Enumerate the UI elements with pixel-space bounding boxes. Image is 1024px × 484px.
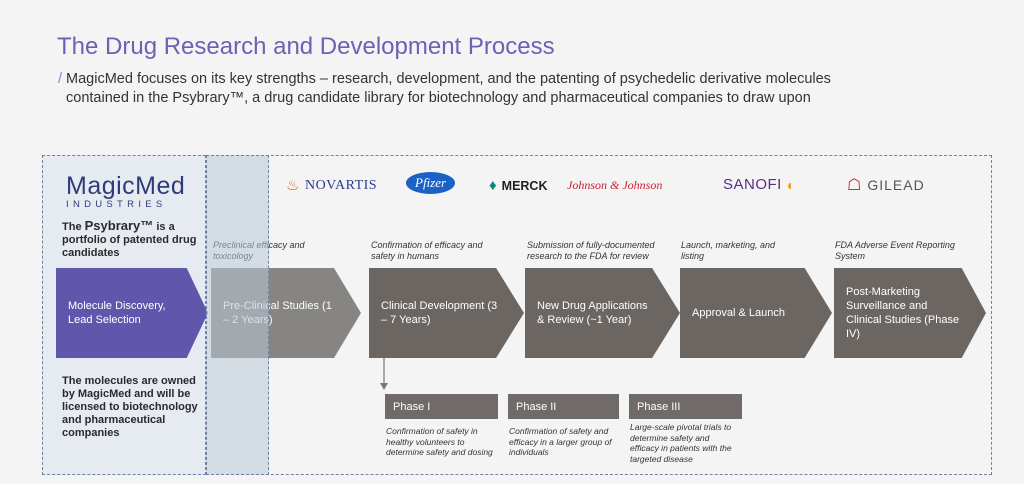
subtitle: /MagicMed focuses on its key strengths –… [58, 70, 958, 108]
stage-label: Clinical Development (3 – 7 Years) [381, 300, 498, 326]
pfizer-oval-icon: Pfizer [406, 172, 456, 194]
sanofi-logo: SANOFI◐ [723, 176, 796, 193]
stage-label: Molecule Discovery, Lead Selection [68, 300, 166, 326]
stage-post-marketing: Post-Marketing Surveillance and Clinical… [834, 268, 986, 358]
phase-ii-box: Phase II [508, 394, 619, 419]
novartis-flame-icon: ♨ [286, 178, 300, 194]
merck-logo: ♦ MERCK [489, 177, 548, 194]
subtitle-line-2: contained in the Psybrary™, a drug candi… [66, 90, 811, 106]
gilead-name: GILEAD [867, 177, 925, 193]
stage-label: Post-Marketing Surveillance and Clinical… [846, 286, 960, 340]
phase-iii-note: Large-scale pivotal trials to determine … [630, 422, 732, 464]
jnj-logo: Johnson & Johnson [567, 178, 663, 192]
preclinical-highlight [206, 155, 269, 475]
sanofi-bird-icon: ◐ [786, 176, 796, 193]
page-title: The Drug Research and Development Proces… [57, 33, 555, 60]
sanofi-name: SANOFI [723, 176, 782, 193]
gilead-shield-icon: ☖ [847, 177, 863, 194]
stage-label: Approval & Launch [692, 307, 785, 319]
stage-note-postmarketing: FDA Adverse Event Reporting System [835, 240, 955, 261]
psybrary-note: The Psybrary™ is a portfolio of patented… [62, 219, 202, 260]
psybrary-prefix: The [62, 221, 85, 233]
stage-note-clinical: Confirmation of efficacy and safety in h… [371, 240, 483, 261]
stage-clinical-development: Clinical Development (3 – 7 Years) [369, 268, 524, 358]
stage-new-drug-application: New Drug Applications & Review (~1 Year) [525, 268, 680, 358]
novartis-name: NOVARTIS [304, 177, 378, 193]
stage-label: New Drug Applications & Review (~1 Year) [537, 300, 648, 326]
subtitle-line-1: MagicMed focuses on its key strengths – … [66, 71, 831, 87]
stage-molecule-discovery: Molecule Discovery, Lead Selection [56, 268, 208, 358]
phase-i-note: Confirmation of safety in healthy volunt… [386, 426, 493, 457]
phase-i-box: Phase I [385, 394, 498, 419]
merck-diamond-icon: ♦ [489, 177, 497, 194]
stage-note-nda: Submission of fully-documented research … [527, 240, 655, 261]
psybrary-suffix: is a portfolio of patented drug candidat… [62, 221, 197, 259]
pfizer-logo: Pfizer [406, 172, 456, 194]
psybrary-brand: Psybrary™ [84, 218, 154, 233]
phase-ii-note: Confirmation of safety and efficacy in a… [509, 426, 612, 457]
subtitle-slash: / [58, 71, 63, 87]
phase-iii-box: Phase III [629, 394, 742, 419]
gilead-logo: ☖GILEAD [847, 175, 925, 195]
stage-approval-launch: Approval & Launch [680, 268, 832, 358]
ownership-note: The molecules are owned by MagicMed and … [62, 375, 198, 439]
stage-note-approval: Launch, marketing, and listing [681, 240, 776, 261]
phase-connector-arrow [380, 358, 388, 390]
magicmed-logo-tagline: INDUSTRIES [66, 199, 167, 210]
merck-name: MERCK [501, 178, 548, 193]
magicmed-logo: MagicMed [66, 172, 186, 200]
novartis-logo: ♨NOVARTIS [286, 176, 377, 195]
